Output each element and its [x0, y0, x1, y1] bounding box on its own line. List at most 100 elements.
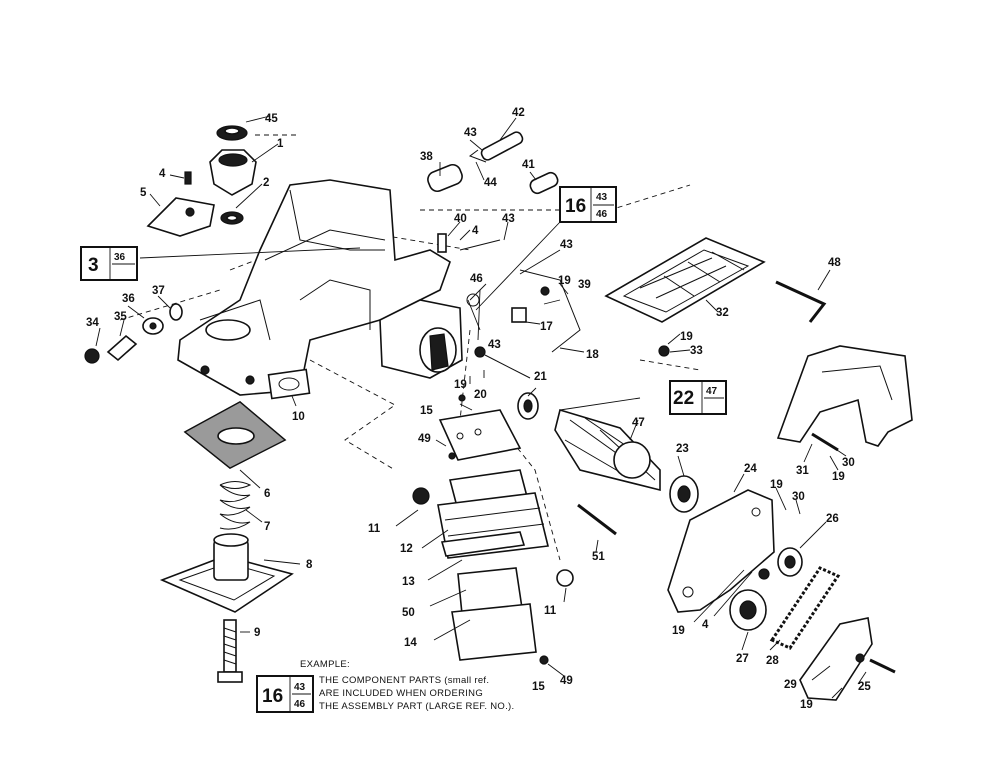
part-armature-47	[554, 408, 661, 492]
callout-39: 39	[578, 279, 591, 291]
example-line-2: ARE INCLUDED WHEN ORDERING	[319, 688, 483, 699]
callout-27: 27	[736, 653, 749, 665]
example-heading: EXAMPLE:	[300, 659, 350, 670]
part-bearing-23	[669, 475, 699, 513]
callout-15a: 15	[420, 405, 433, 417]
callout-32: 32	[716, 307, 729, 319]
part-depth-plate-5	[146, 197, 215, 237]
callout-25: 25	[858, 681, 871, 693]
part-baseplate-8	[159, 533, 294, 613]
callout-5: 5	[140, 187, 147, 199]
callout-37: 37	[152, 285, 165, 297]
callout-7: 7	[264, 521, 270, 533]
callout-19c: 19	[680, 331, 693, 343]
part-stator-46	[379, 293, 480, 379]
example-line-3: THE ASSEMBLY PART (LARGE REF. NO.).	[319, 701, 514, 712]
callout-43d: 43	[488, 339, 501, 351]
callout-21: 21	[534, 371, 547, 383]
example-box-main: 16	[262, 686, 283, 707]
callout-40: 40	[454, 213, 467, 225]
part-spring-7	[219, 481, 252, 530]
part-switch-36	[142, 317, 164, 335]
part-belt-cover-24	[667, 489, 775, 613]
callout-18: 18	[586, 349, 599, 361]
assembly-box-16-bottom: 46	[596, 209, 608, 220]
callout-19d: 19	[832, 471, 845, 483]
part-knob-1	[209, 149, 257, 196]
callout-43b: 43	[502, 213, 515, 225]
callout-19e: 19	[770, 479, 783, 491]
example-legend: EXAMPLE: 16 43 46 THE COMPONENT PARTS (s…	[256, 659, 514, 713]
callout-46: 46	[470, 273, 483, 285]
callout-42: 42	[512, 107, 525, 119]
part-base-6	[183, 401, 287, 469]
callout-19a: 19	[558, 275, 571, 287]
callout-4c: 4	[702, 619, 709, 631]
callout-34: 34	[86, 317, 99, 329]
callout-44: 44	[484, 177, 497, 189]
callout-31: 31	[796, 465, 809, 477]
callout-49b: 49	[560, 675, 573, 687]
part-screw-30-31	[811, 432, 839, 452]
callout-17: 17	[540, 321, 553, 333]
example-box-top: 43	[294, 682, 306, 693]
assembly-box-3-main: 3	[88, 255, 99, 276]
leader-lines	[95, 115, 867, 699]
callout-1: 1	[277, 138, 284, 150]
callout-20: 20	[474, 389, 487, 401]
callout-30a: 30	[842, 457, 855, 469]
example-line-1: THE COMPONENT PARTS (small ref.	[319, 675, 489, 686]
part-knob-45	[216, 125, 248, 141]
part-pad-10	[267, 368, 311, 400]
callout-10: 10	[292, 411, 305, 423]
part-screws-19-20	[474, 286, 670, 379]
callout-19b: 19	[454, 379, 467, 391]
callout-43c: 43	[560, 239, 573, 251]
callout-9: 9	[254, 627, 260, 639]
part-cord-42	[468, 131, 524, 163]
callout-11a: 11	[368, 523, 381, 535]
callout-2: 2	[263, 177, 269, 189]
callout-30b: 30	[792, 491, 805, 503]
callout-26: 26	[826, 513, 839, 525]
assembly-box-16: 16 43 46	[559, 186, 617, 223]
callout-50: 50	[402, 607, 415, 619]
callout-45: 45	[265, 113, 278, 125]
callout-29: 29	[784, 679, 797, 691]
part-screw-4a	[184, 171, 192, 185]
assembly-box-3-top: 36	[114, 252, 126, 263]
callout-6: 6	[264, 488, 270, 500]
part-brush-17	[511, 307, 527, 323]
assembly-box-22-top: 47	[706, 386, 718, 397]
callout-8: 8	[306, 559, 313, 571]
callout-13: 13	[402, 576, 415, 588]
part-bolt-9	[217, 619, 243, 683]
part-spring-37	[169, 303, 183, 321]
assembly-box-3: 3 36	[80, 246, 138, 281]
callout-24: 24	[744, 463, 757, 475]
assembly-box-16-top: 43	[596, 192, 608, 203]
part-belt-cover-29	[799, 617, 896, 701]
callout-19g: 19	[800, 699, 813, 711]
part-pulley-27	[729, 589, 767, 631]
part-drum-assembly	[412, 394, 574, 665]
part-main-housing-3	[177, 179, 451, 396]
callout-19f: 19	[672, 625, 685, 637]
callout-14: 14	[404, 637, 417, 649]
callout-4b: 4	[472, 225, 479, 237]
part-wrench-48	[775, 280, 827, 323]
part-sleeve-41	[529, 171, 559, 195]
callout-35: 35	[114, 311, 127, 323]
part-belt-28	[769, 566, 841, 650]
callout-labels: 45 1 2 4 5 36 37 34 35 10 6 7 8 9 42 43 …	[86, 107, 871, 711]
callout-12: 12	[400, 543, 413, 555]
callout-49a: 49	[418, 433, 431, 445]
part-washer-2	[220, 211, 244, 225]
part-handle-cover-right	[776, 345, 913, 447]
part-switch-35	[106, 334, 138, 362]
callout-28: 28	[766, 655, 779, 667]
part-bearing-21	[517, 392, 539, 420]
part-screw-34	[84, 348, 100, 364]
callout-11b: 11	[544, 605, 557, 617]
callout-15b: 15	[532, 681, 545, 693]
